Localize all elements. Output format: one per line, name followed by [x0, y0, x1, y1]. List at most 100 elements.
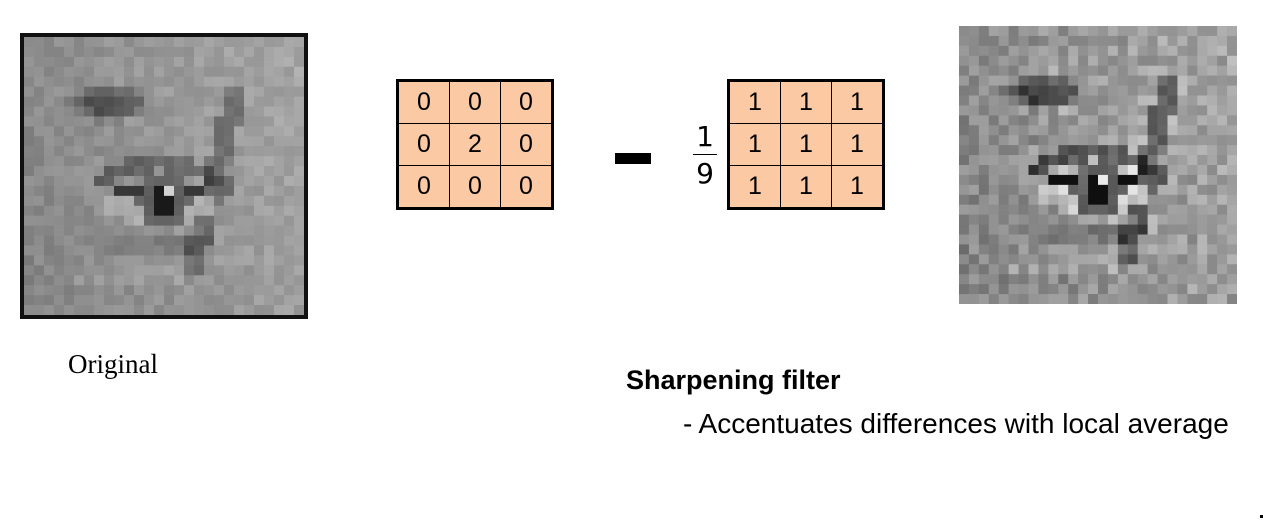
image-pixel — [1227, 85, 1237, 96]
image-pixel — [244, 265, 255, 276]
image-pixel — [124, 235, 135, 246]
image-pixel — [44, 255, 55, 266]
image-pixel — [1197, 194, 1208, 205]
image-pixel — [174, 225, 185, 236]
image-pixel — [1127, 184, 1138, 195]
image-pixel — [84, 156, 95, 167]
image-pixel — [154, 285, 165, 296]
image-pixel — [1018, 75, 1029, 86]
image-pixel — [54, 146, 65, 157]
image-pixel — [24, 146, 35, 157]
image-pixel — [34, 126, 45, 137]
image-pixel — [988, 155, 999, 166]
image-pixel — [1008, 105, 1019, 116]
image-pixel — [1167, 75, 1178, 86]
image-pixel — [294, 185, 304, 197]
image-pixel — [959, 264, 970, 275]
image-pixel — [44, 235, 55, 246]
image-pixel — [1018, 165, 1029, 176]
image-pixel — [1068, 234, 1079, 245]
image-pixel — [104, 215, 115, 226]
image-pixel — [1127, 115, 1138, 126]
image-pixel — [1018, 174, 1029, 186]
image-pixel — [1147, 254, 1158, 265]
image-pixel — [1018, 244, 1029, 255]
image-pixel — [194, 136, 205, 147]
image-pixel — [124, 265, 135, 276]
image-pixel — [1117, 85, 1128, 96]
image-pixel — [264, 285, 275, 296]
image-pixel — [978, 294, 989, 304]
image-pixel — [1217, 55, 1228, 66]
image-pixel — [1058, 165, 1069, 176]
image-pixel — [1217, 35, 1228, 47]
image-pixel — [144, 126, 155, 137]
image-pixel — [214, 106, 225, 117]
image-pixel — [1187, 85, 1198, 96]
image-pixel — [84, 96, 95, 107]
image-pixel — [194, 185, 205, 197]
image-pixel — [34, 116, 45, 127]
image-pixel — [1207, 45, 1218, 56]
image-pixel — [104, 176, 115, 187]
image-pixel — [1008, 35, 1019, 47]
image-pixel — [154, 136, 165, 147]
image-pixel — [194, 96, 205, 107]
image-pixel — [144, 285, 155, 296]
image-pixel — [988, 105, 999, 116]
image-pixel — [1058, 65, 1069, 76]
image-pixel — [1177, 45, 1188, 56]
image-pixel — [1117, 45, 1128, 56]
image-pixel — [244, 86, 255, 97]
image-pixel — [1048, 115, 1059, 126]
image-pixel — [1157, 55, 1168, 66]
image-pixel — [264, 136, 275, 147]
image-pixel — [264, 156, 275, 167]
image-pixel — [1107, 45, 1119, 56]
image-pixel — [144, 166, 155, 177]
image-pixel — [1098, 35, 1109, 47]
image-pixel — [274, 305, 285, 315]
image-pixel — [274, 66, 285, 77]
image-pixel — [184, 56, 195, 67]
image-pixel — [978, 284, 989, 295]
image-pixel — [1028, 234, 1039, 245]
image-pixel — [1078, 155, 1089, 166]
image-pixel — [1028, 284, 1039, 295]
image-pixel — [978, 224, 989, 235]
image-pixel — [184, 66, 195, 77]
image-pixel — [284, 255, 295, 266]
image-pixel — [214, 225, 225, 236]
image-pixel — [1058, 26, 1069, 37]
image-pixel — [1197, 264, 1208, 275]
image-pixel — [134, 176, 145, 187]
image-pixel — [174, 66, 185, 77]
image-pixel — [1207, 165, 1218, 176]
image-pixel — [1177, 254, 1188, 265]
image-pixel — [134, 126, 145, 137]
image-pixel — [34, 66, 45, 77]
image-pixel — [1157, 45, 1168, 56]
image-pixel — [1058, 105, 1069, 116]
image-pixel — [274, 76, 285, 87]
image-pixel — [54, 275, 65, 286]
image-pixel — [84, 295, 95, 306]
image-pixel — [1227, 125, 1237, 136]
image-pixel — [1058, 135, 1069, 146]
image-pixel — [84, 245, 95, 256]
image-pixel — [294, 66, 304, 77]
image-pixel — [94, 195, 105, 206]
image-pixel — [1207, 284, 1218, 295]
image-pixel — [174, 176, 185, 187]
image-pixel — [1008, 294, 1019, 304]
image-pixel — [144, 295, 155, 306]
image-pixel — [1217, 254, 1228, 265]
image-pixel — [74, 265, 85, 276]
image-pixel — [1098, 284, 1109, 295]
image-pixel — [1058, 115, 1069, 126]
image-pixel — [154, 76, 165, 87]
image-pixel — [274, 195, 285, 206]
image-pixel — [284, 295, 295, 306]
image-pixel — [284, 136, 295, 147]
image-pixel — [284, 285, 295, 296]
